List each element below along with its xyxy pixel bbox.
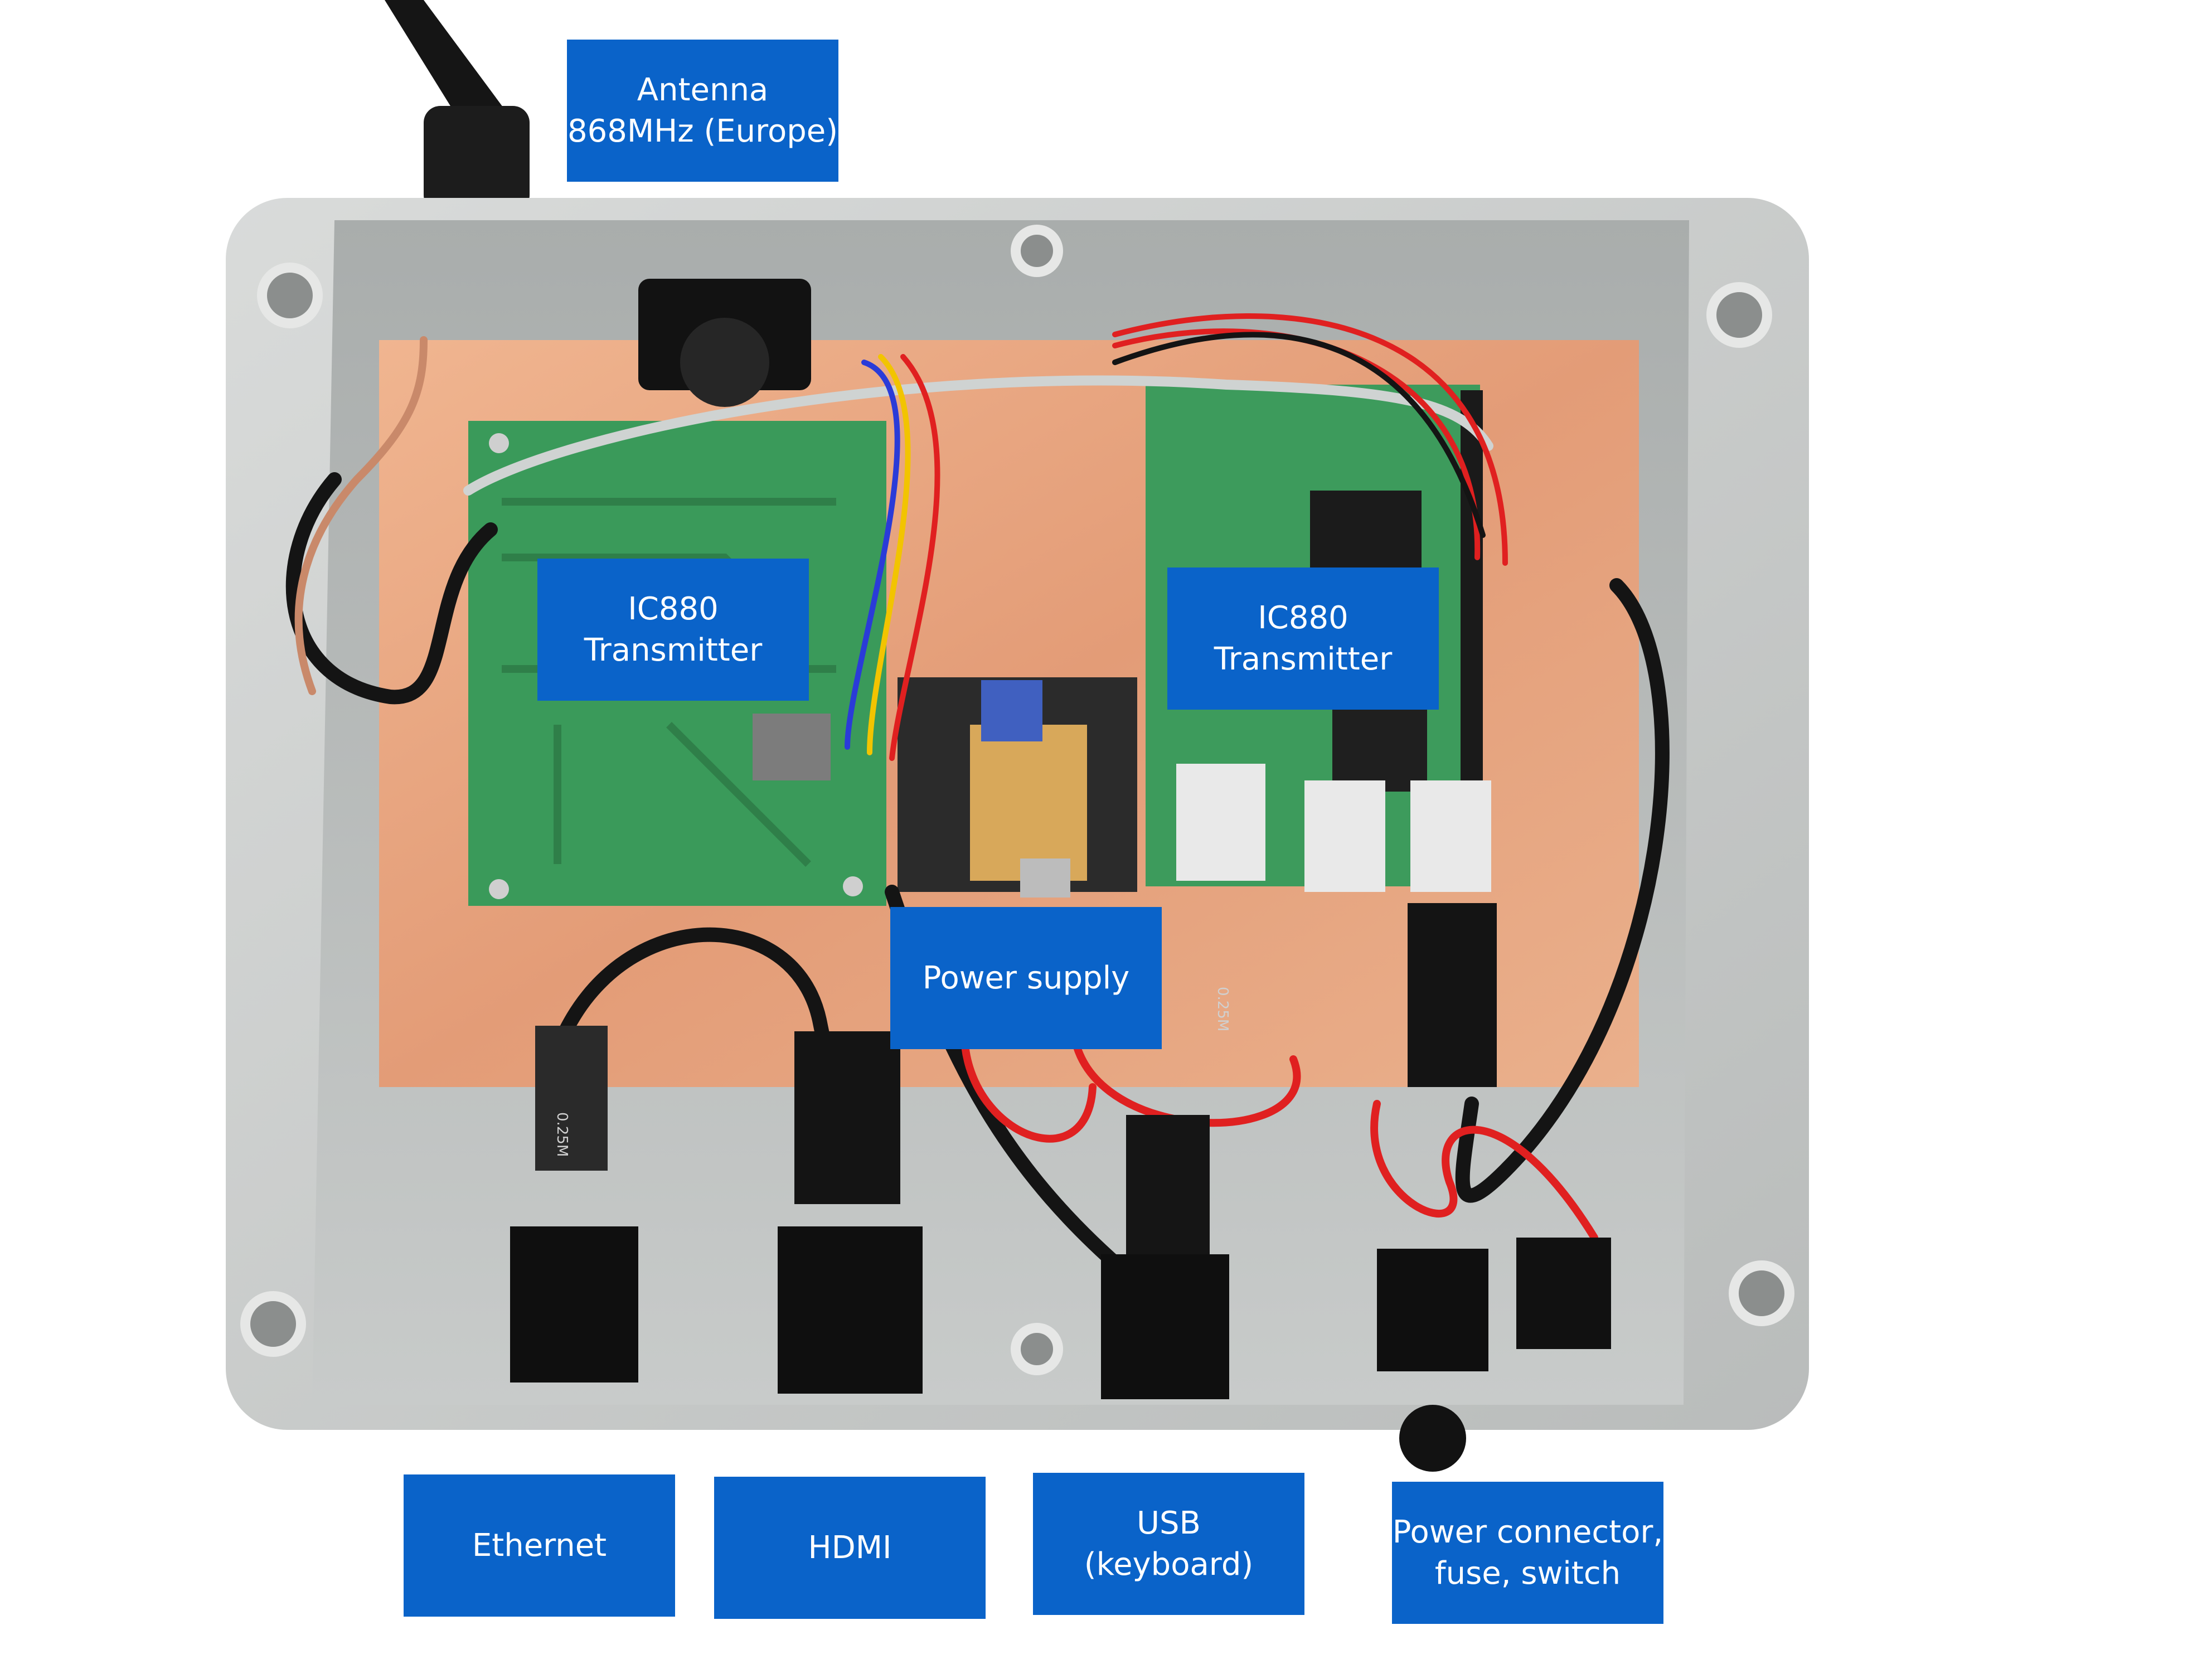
ethernet-label: Ethernet [404, 1474, 675, 1617]
mounting-holes [240, 225, 1794, 1375]
power-supply-label-line: Power supply [922, 959, 1130, 996]
cable-length-print: 0.25M [554, 1112, 570, 1157]
antenna-rod [385, 0, 530, 212]
hdmi-label-line: HDMI [808, 1529, 892, 1566]
antenna-label: Antenna 868MHz (Europe) [567, 40, 838, 182]
power-connector-label-line: Power connector, [1392, 1514, 1663, 1550]
hdmi-label: HDMI [714, 1477, 986, 1619]
cable-length-print: 0.25M [1214, 987, 1231, 1031]
power-supply-label: Power supply [890, 907, 1162, 1049]
power-supply-module [898, 677, 1137, 898]
cooling-fan [638, 279, 811, 407]
ic880-label-line: IC880 [1258, 599, 1348, 636]
usb-label-line: (keyboard) [1084, 1546, 1254, 1583]
ic880-label-line: Transmitter [1214, 641, 1393, 677]
ic880-label-left: IC880 Transmitter [537, 559, 809, 701]
ic880-label-right: IC880 Transmitter [1167, 567, 1439, 710]
ic880-label-line: Transmitter [584, 632, 763, 668]
usb-label-line: USB [1137, 1505, 1201, 1541]
usb-label: USB (keyboard) [1033, 1473, 1304, 1615]
ic880-label-line: IC880 [628, 590, 719, 627]
ethernet-label-line: Ethernet [472, 1527, 607, 1564]
power-connector-label: Power connector, fuse, switch [1392, 1482, 1663, 1624]
antenna-label-line: Antenna [637, 71, 769, 108]
front-connectors [510, 903, 1611, 1472]
antenna-label-line: 868MHz (Europe) [567, 113, 838, 149]
power-connector-label-line: fuse, switch [1434, 1555, 1621, 1592]
